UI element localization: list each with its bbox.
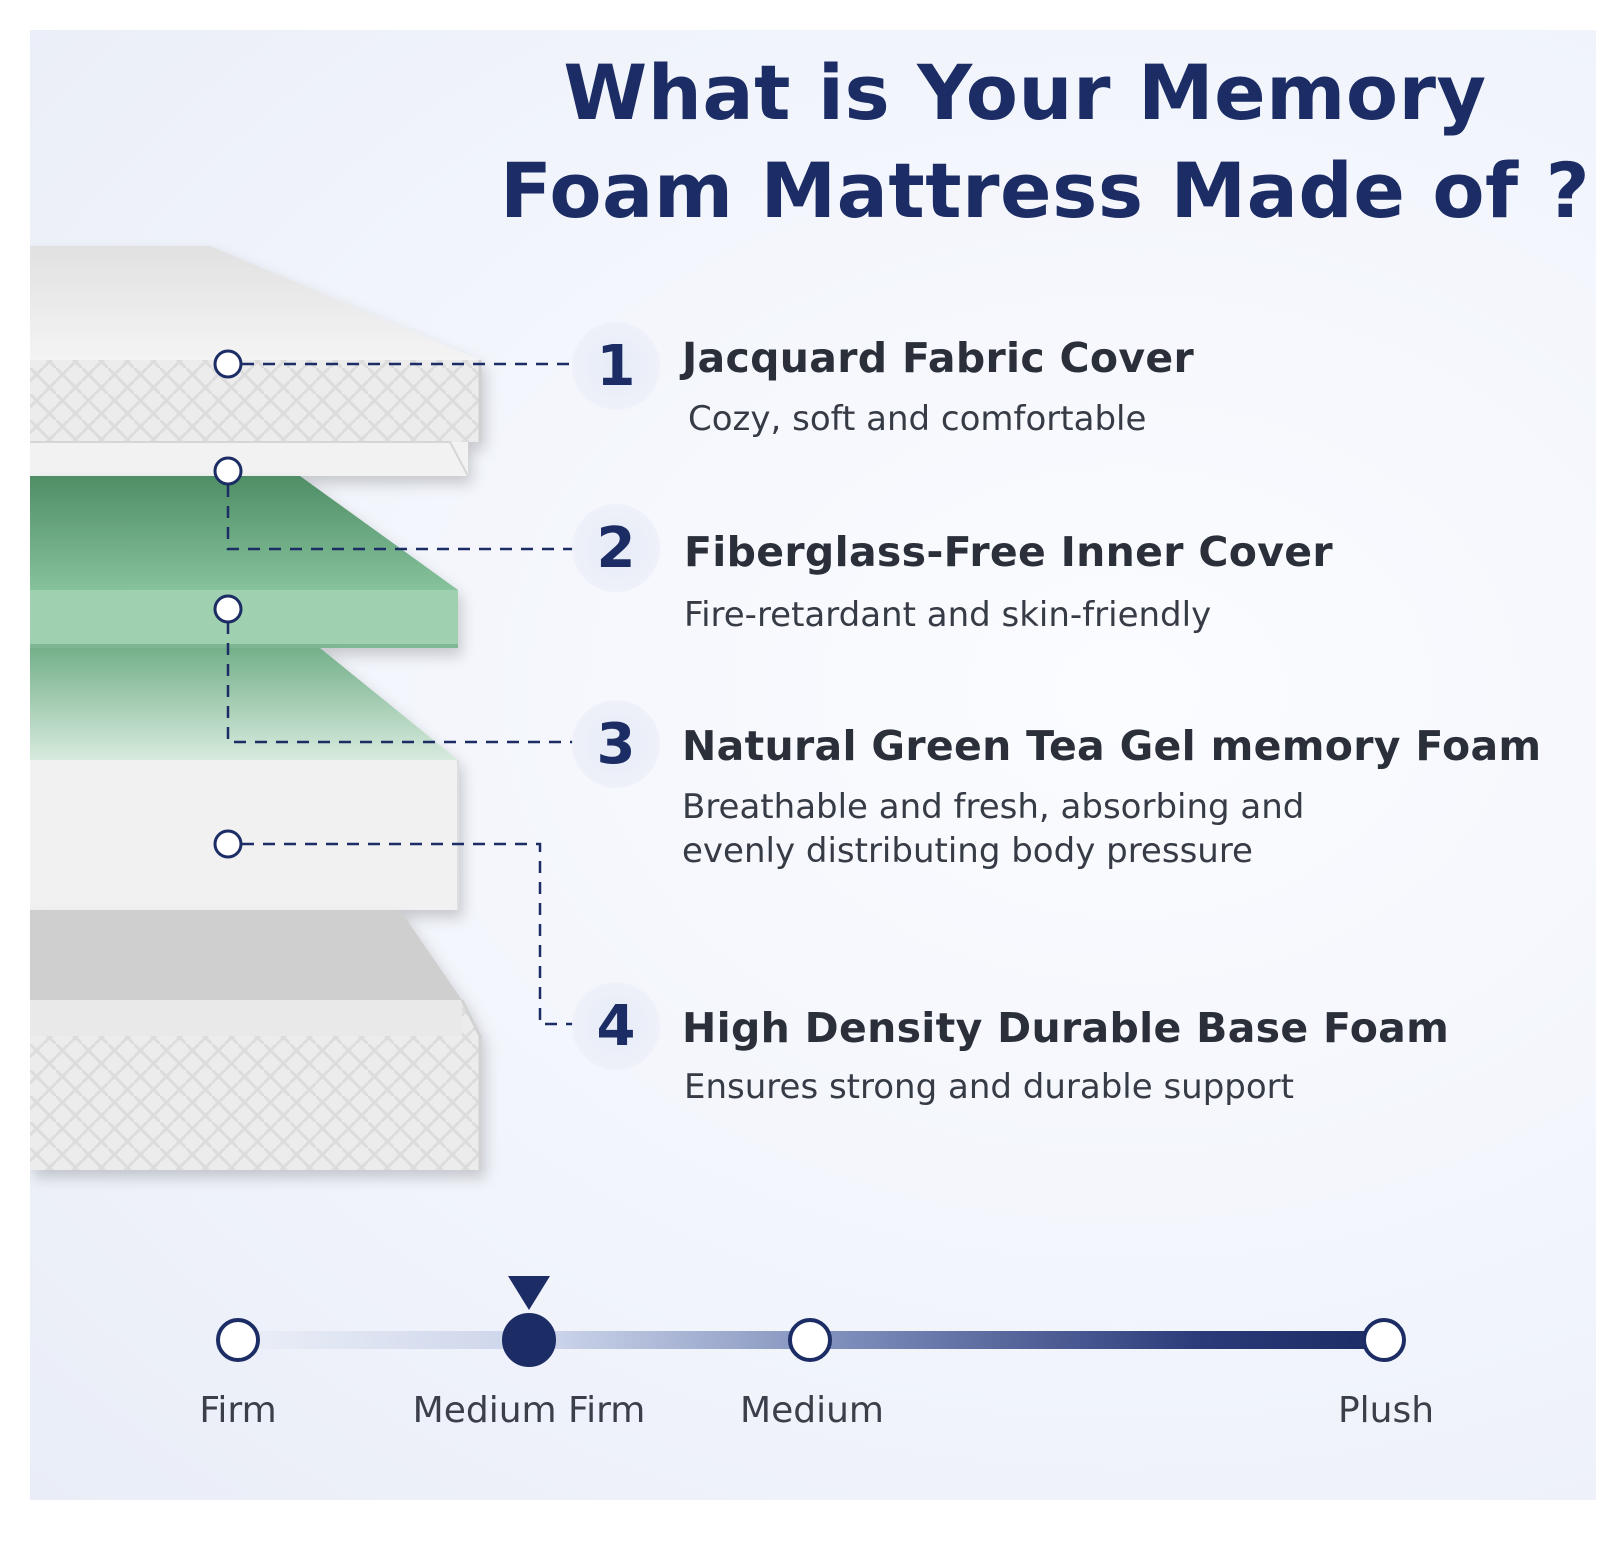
layer-base-cover [30,910,482,1170]
firmness-label-medium: Medium [740,1390,884,1431]
layer-white-foam [30,648,459,910]
connector-3 [226,622,590,744]
badge-2: 2 [572,504,660,592]
connector-4 [242,842,590,1026]
connector-2 [226,485,590,551]
firmness-label-medium-firm: Medium Firm [412,1390,646,1431]
marker-3 [213,594,243,624]
title-line-1: What is Your Memory [563,48,1487,137]
marker-4 [213,829,243,859]
firmness-dot-medium-firm [502,1313,556,1367]
selected-level-pointer [508,1276,550,1310]
firmness-dot-medium [788,1318,832,1362]
mattress-layers-illustration [30,246,590,1170]
layer-4-title: High Density Durable Base Foam [682,1004,1450,1052]
layer-4-desc: Ensures strong and durable support [684,1067,1294,1107]
firmness-dot-firm [216,1318,260,1362]
layer-green-foam [30,476,458,648]
infographic-panel: What is Your Memory Foam Mattress Made o… [30,30,1596,1500]
layer-2-desc: Fire-retardant and skin-friendly [684,595,1212,635]
connector-lines [226,362,590,1026]
firmness-dot-plush [1362,1318,1406,1362]
firmness-label-firm: Firm [199,1390,277,1431]
layer-cover-top [30,246,482,477]
layer-markers [213,349,243,859]
marker-2 [213,456,243,486]
badge-3: 3 [572,700,660,788]
marker-1 [213,349,243,379]
layer-2-title: Fiberglass-Free Inner Cover [684,528,1333,576]
layer-3-desc-line-2: evenly distributing body pressure [682,831,1253,871]
page-title: What is Your Memory Foam Mattress Made o… [500,44,1591,240]
layer-1-title: Jacquard Fabric Cover [682,334,1195,382]
title-line-2: Foam Mattress Made of ? [500,146,1591,235]
firmness-label-plush: Plush [1337,1390,1435,1431]
badge-1: 1 [572,322,660,410]
badge-4: 4 [572,982,660,1070]
layer-1-desc: Cozy, soft and comfortable [688,399,1147,439]
layer-3-title: Natural Green Tea Gel memory Foam [682,722,1542,770]
layer-3-desc-line-1: Breathable and fresh, absorbing and [682,787,1305,827]
